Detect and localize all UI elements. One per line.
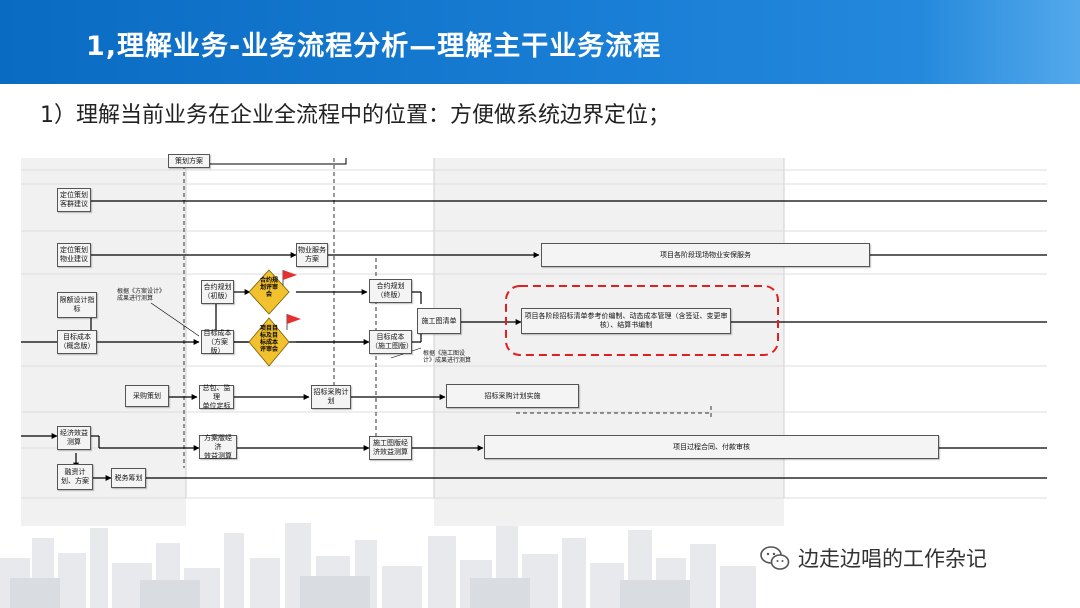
node-procure-plan: 采购策划 bbox=[125, 385, 169, 407]
page-title: 1,理解业务-业务流程分析—理解主干业务流程 bbox=[86, 31, 662, 62]
node-target-scheme: 目标成本（方案版） bbox=[201, 329, 234, 355]
footer-brand: 边走边唱的工作杂记 bbox=[760, 543, 987, 573]
node-scheme-econ: 方案版经济效益测算 bbox=[199, 434, 237, 460]
node-stage-bid: 项目各阶段招标清单参考价编制、动态成本管理（含签证、变更审核）、结算书编制 bbox=[521, 308, 731, 334]
banner-accent bbox=[920, 0, 1080, 84]
header-banner: 1,理解业务-业务流程分析—理解主干业务流程 bbox=[0, 0, 1080, 84]
node-target-drawing: 目标成本（施工图版） bbox=[369, 330, 413, 354]
node-pos-property: 定位策划物业建议 bbox=[57, 243, 91, 267]
node-drawing-list: 施工图清单 bbox=[417, 308, 461, 334]
node-property-plan: 物业服务方案 bbox=[296, 243, 328, 267]
node-tax-plan: 税务筹划 bbox=[111, 468, 146, 488]
node-bid-implement: 招标采购计划实施 bbox=[446, 384, 579, 408]
flow-connectors bbox=[21, 158, 1047, 526]
footer-brand-text: 边走边唱的工作杂记 bbox=[798, 547, 987, 571]
note-drawing-design: 根据《施工图设计》成果进行测算 bbox=[423, 350, 472, 364]
node-top-cut: 策划方案 bbox=[168, 154, 210, 168]
node-pos-advice: 定位策划客群建议 bbox=[57, 188, 91, 212]
diamond-contract-review: 合约规划评审会 bbox=[259, 277, 278, 298]
node-contract-pay: 项目过程合同、付款审核 bbox=[484, 435, 939, 459]
node-general-sub: 总包、监理单位定标 bbox=[199, 384, 234, 410]
flag-icon bbox=[282, 270, 301, 330]
wechat-icon bbox=[760, 546, 790, 570]
node-target-concept: 目标成本（概念版） bbox=[57, 330, 97, 354]
node-contract-final: 合约规划（终版） bbox=[369, 279, 412, 303]
node-bid-plan: 招标采购计划 bbox=[311, 385, 351, 409]
process-flow-diagram: 策划方案 定位策划客群建议 定位策划物业建议 限额设计指标 目标成本（概念版） … bbox=[21, 154, 1047, 526]
note-scheme-design: 根据《方案设计》成果进行测算 bbox=[117, 288, 166, 302]
node-contract-init: 合约规划（初版） bbox=[201, 280, 234, 304]
subtitle: 1）理解当前业务在企业全流程中的位置：方便做系统边界定位； bbox=[40, 103, 670, 128]
city-skyline bbox=[0, 523, 756, 608]
node-stage-property: 项目各阶段现场物业安保服务 bbox=[541, 243, 870, 267]
node-finance-plan: 融资计划、方案 bbox=[57, 464, 93, 490]
node-econ-calc: 经济效益测算 bbox=[57, 426, 91, 450]
node-limit-design: 限额设计指标 bbox=[57, 292, 97, 318]
diamond-target-review: 项目目标及目标成本评审会 bbox=[259, 325, 278, 353]
node-drawing-econ: 施工图版经济效益测算 bbox=[369, 436, 412, 460]
